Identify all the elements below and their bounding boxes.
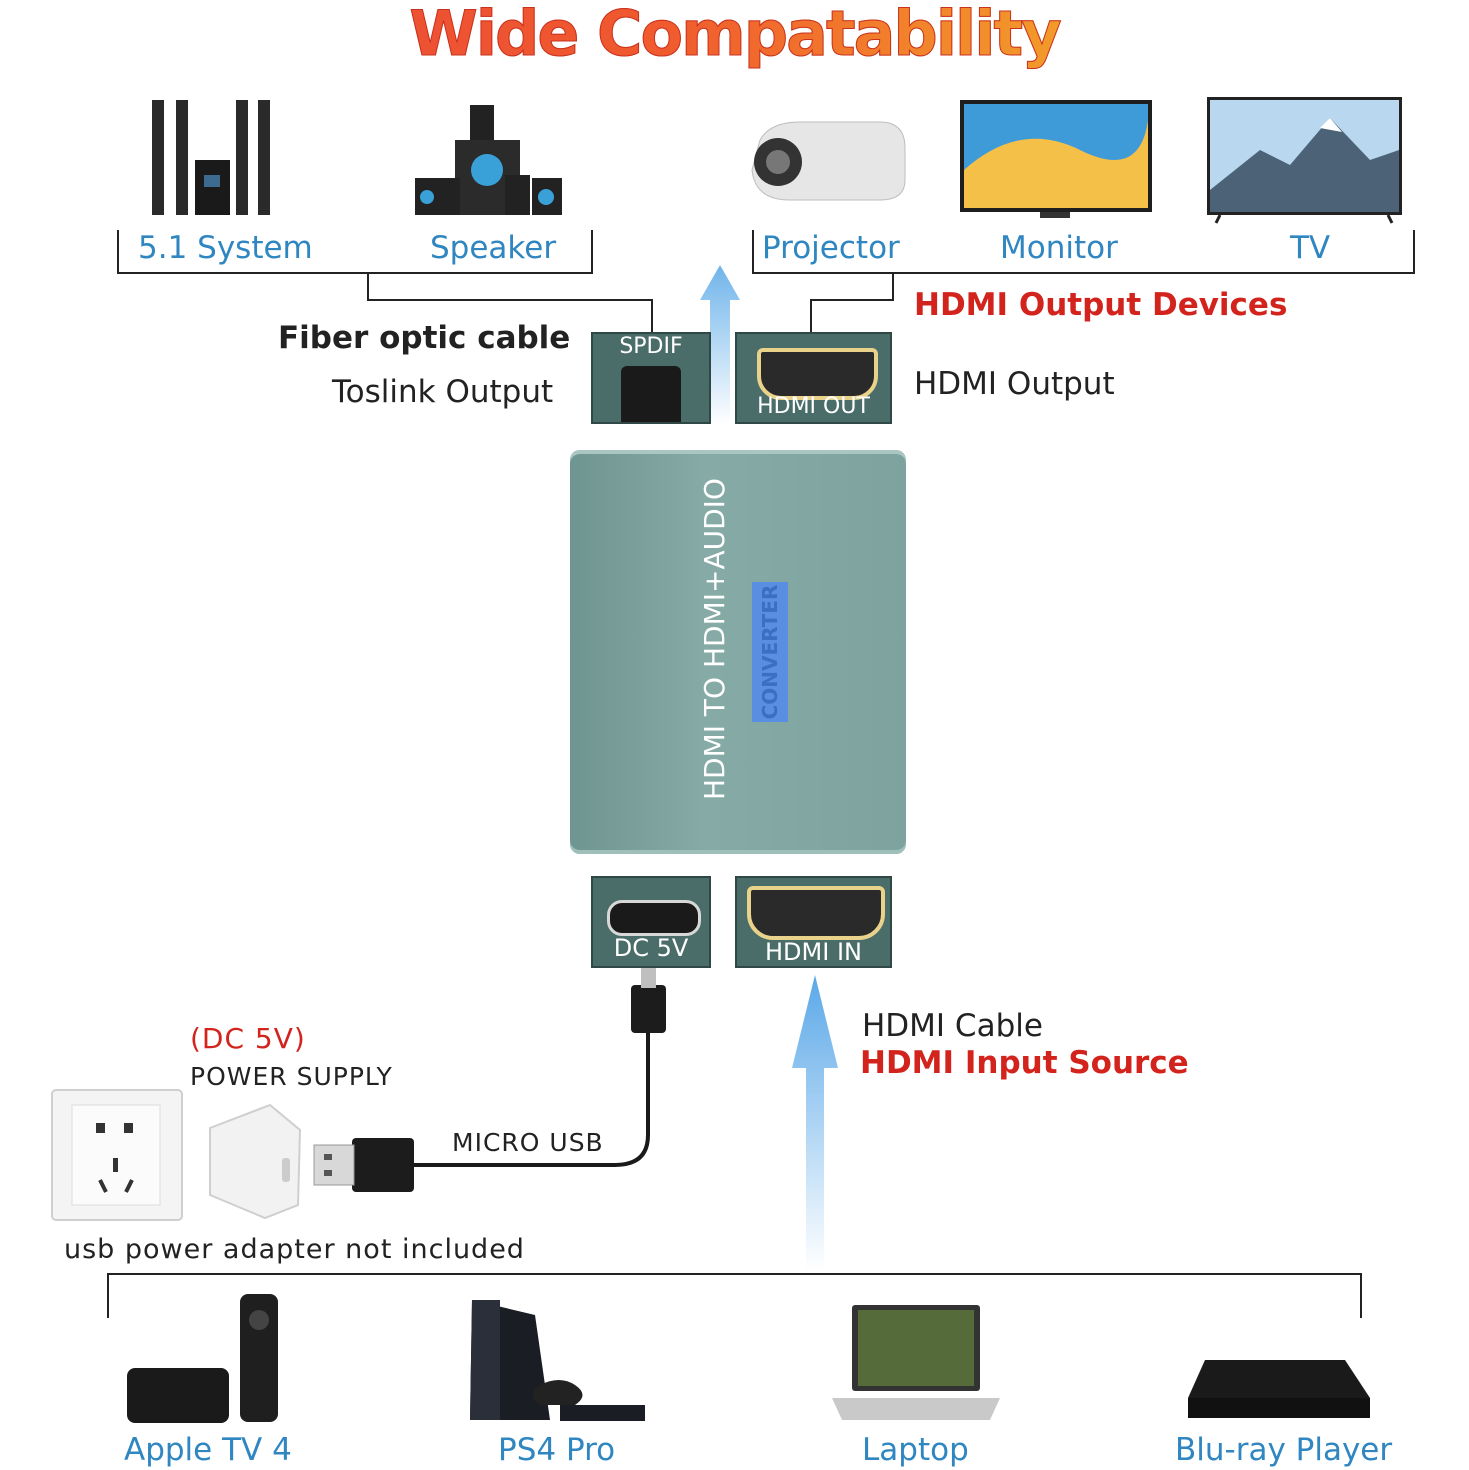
hdmi-out-socket-icon — [757, 348, 878, 400]
dc-5v-note: (DC 5V) — [190, 1022, 306, 1055]
converter-title: HDMI TO HDMI+AUDIO — [698, 478, 731, 800]
fiber-optic-label: Fiber optic cable — [278, 320, 571, 356]
hdmi-input-source-label: HDMI Input Source — [860, 1045, 1189, 1081]
spdif-port: SPDIF — [591, 332, 711, 424]
usb-c-socket-icon — [607, 900, 701, 936]
output-device-speaker: Speaker — [430, 230, 557, 266]
spdif-label: SPDIF — [619, 334, 683, 359]
optical-socket-icon — [621, 366, 681, 422]
hdmi-output-label: HDMI Output — [914, 366, 1115, 402]
input-device-apple-tv: Apple TV 4 — [124, 1432, 292, 1468]
apple-tv-icon — [127, 1294, 278, 1423]
hdmi-out-label: HDMI OUT — [757, 394, 870, 419]
hdmi-cable-label: HDMI Cable — [862, 1008, 1043, 1044]
laptop-icon — [832, 1305, 1000, 1420]
hdmi-output-devices-heading: HDMI Output Devices — [914, 287, 1288, 323]
page-title: Wide Compatability — [0, 0, 1469, 74]
hdmi-in-port: HDMI IN — [735, 876, 892, 968]
output-device-monitor: Monitor — [1000, 230, 1118, 266]
micro-usb-label: MICRO USB — [452, 1128, 604, 1157]
output-device-projector: Projector — [762, 230, 900, 266]
input-device-laptop: Laptop — [862, 1432, 969, 1468]
speaker-tower-icon — [152, 100, 270, 215]
hdmi-in-label: HDMI IN — [765, 938, 862, 966]
ps4-icon — [470, 1300, 645, 1421]
adapter-note: usb power adapter not included — [64, 1234, 525, 1265]
input-device-bluray: Blu-ray Player — [1175, 1432, 1393, 1468]
dc-5v-port-label: DC 5V — [613, 934, 689, 962]
bluray-player-icon — [1188, 1360, 1370, 1418]
output-device-5-1-system: 5.1 System — [138, 230, 313, 266]
hdmi-in-socket-icon — [747, 886, 885, 940]
toslink-output-label: Toslink Output — [332, 374, 554, 410]
converter-subtitle: CONVERTER — [752, 582, 788, 722]
output-device-tv: TV — [1290, 230, 1331, 266]
projector-icon — [751, 121, 906, 201]
speaker-set-icon — [415, 105, 562, 215]
hdmi-out-port: HDMI OUT — [735, 332, 892, 424]
power-supply-label: POWER SUPPLY — [190, 1062, 393, 1091]
converter-device: HDMI TO HDMI+AUDIO CONVERTER — [570, 450, 906, 854]
input-device-ps4-pro: PS4 Pro — [498, 1432, 616, 1468]
dc-5v-port: DC 5V — [591, 876, 711, 968]
tv-icon — [1207, 97, 1402, 224]
monitor-icon — [960, 100, 1152, 218]
